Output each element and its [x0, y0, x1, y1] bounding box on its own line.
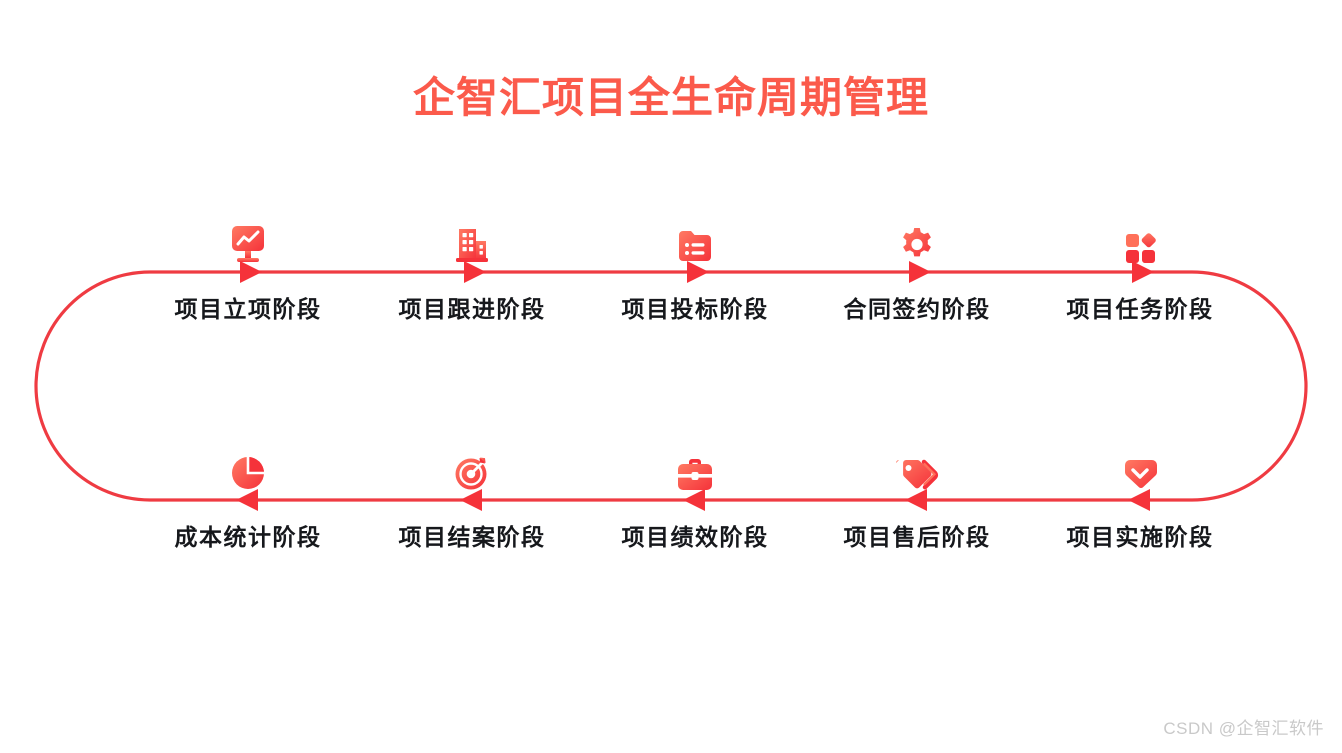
page-title: 企智汇项目全生命周期管理 — [412, 74, 929, 121]
stage-node-top-2[interactable]: 项目跟进阶段 — [372, 212, 572, 324]
stage-node-top-4[interactable]: 合同签约阶段 — [817, 212, 1017, 324]
stage-node-bottom-5[interactable]: 项目实施阶段 — [1040, 440, 1240, 552]
stage-node-bottom-1[interactable]: 成本统计阶段 — [148, 440, 348, 552]
stage-label: 项目跟进阶段 — [398, 296, 546, 322]
watermark: CSDN @企智汇软件 — [1163, 719, 1324, 738]
shield-check-icon — [1040, 440, 1240, 496]
stage-node-bottom-4[interactable]: 项目售后阶段 — [817, 440, 1017, 552]
stage-label: 项目绩效阶段 — [621, 524, 769, 550]
stage-node-bottom-3[interactable]: 项目绩效阶段 — [595, 440, 795, 552]
target-arrow-icon — [372, 440, 572, 496]
briefcase-icon — [595, 440, 795, 496]
monitor-chart-icon — [148, 212, 348, 268]
stage-node-bottom-2[interactable]: 项目结案阶段 — [372, 440, 572, 552]
stage-node-top-3[interactable]: 项目投标阶段 — [595, 212, 795, 324]
stage-label: 项目立项阶段 — [174, 296, 322, 322]
stage-label: 项目投标阶段 — [621, 296, 769, 322]
stage-label: 项目任务阶段 — [1066, 296, 1214, 322]
gear-icon — [817, 212, 1017, 268]
stage-label: 成本统计阶段 — [174, 524, 322, 550]
stage-label: 项目结案阶段 — [398, 524, 546, 550]
stage-label: 项目实施阶段 — [1066, 524, 1214, 550]
stage-label: 合同签约阶段 — [843, 296, 991, 322]
price-tag-icon — [817, 440, 1017, 496]
building-icon — [372, 212, 572, 268]
grid-diamond-icon — [1040, 212, 1240, 268]
folder-list-icon — [595, 212, 795, 268]
stage-node-top-1[interactable]: 项目立项阶段 — [148, 212, 348, 324]
stage-label: 项目售后阶段 — [843, 524, 991, 550]
stage-node-top-5[interactable]: 项目任务阶段 — [1040, 212, 1240, 324]
pie-chart-icon — [148, 440, 348, 496]
